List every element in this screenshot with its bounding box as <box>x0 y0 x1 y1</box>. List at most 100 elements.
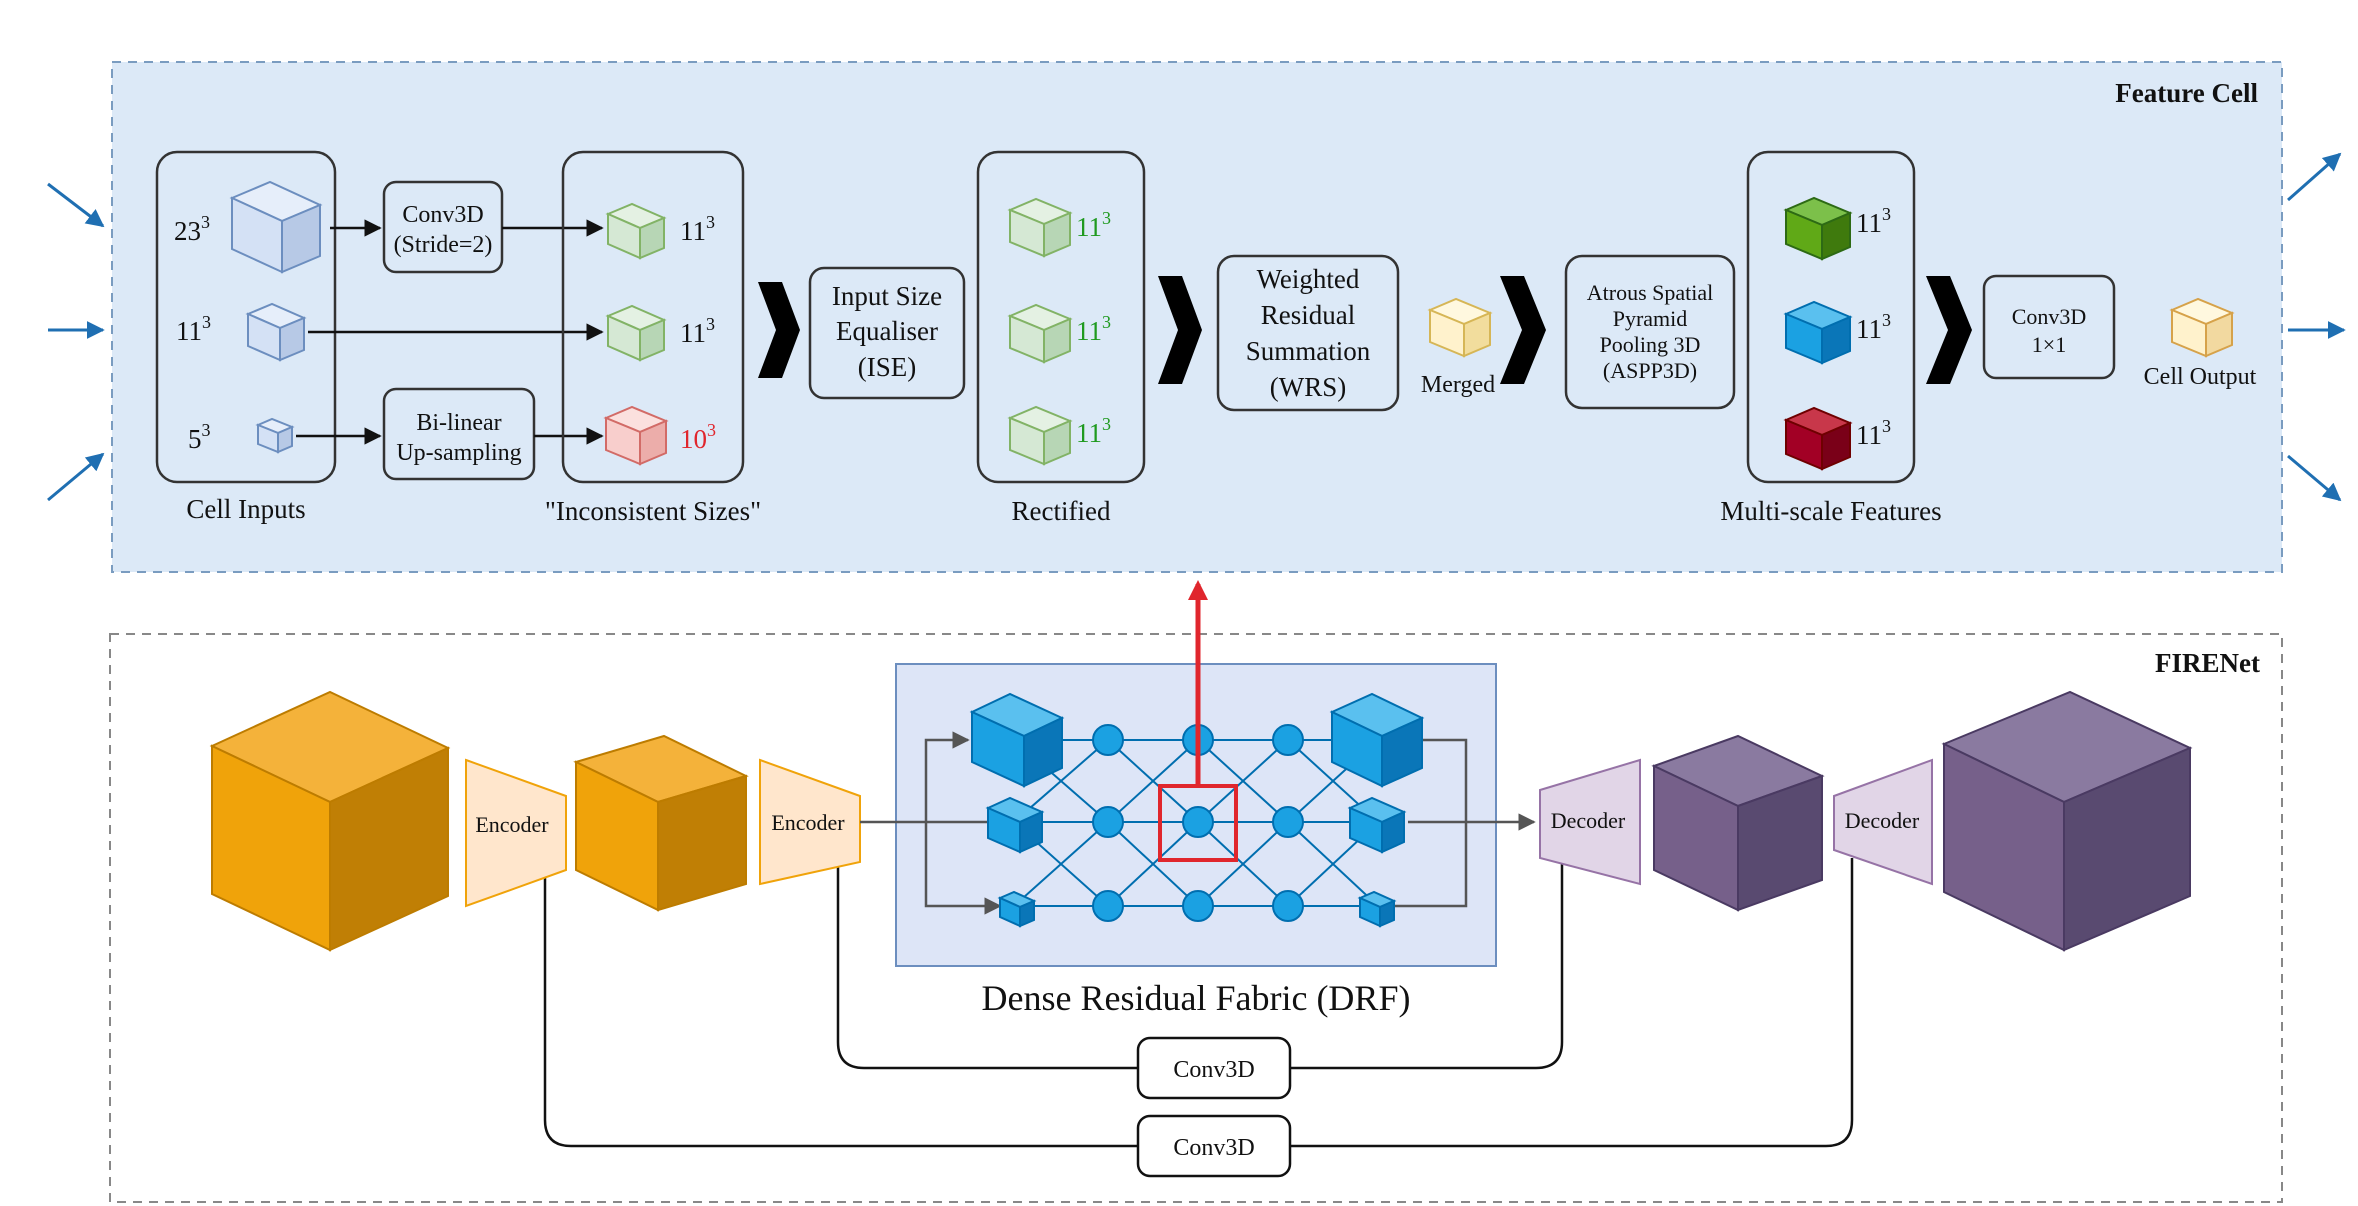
conv1x1-line2: 1×1 <box>2032 332 2066 357</box>
drf-node <box>1092 724 1124 756</box>
drf-node <box>1092 806 1124 838</box>
wrs-line3: Summation <box>1246 336 1371 366</box>
aspp-line4: (ASPP3D) <box>1603 358 1697 383</box>
feature-cell-title: Feature Cell <box>2115 78 2258 108</box>
multiscale-cube-red <box>1783 406 1853 471</box>
merged-label: Merged <box>1421 372 1495 398</box>
flow-arrow <box>1158 276 1202 384</box>
rectified-size-label: 113 <box>1076 208 1111 242</box>
inconsistent-size-label: 113 <box>680 314 715 348</box>
encoded-volume-cube <box>573 734 749 912</box>
skip-conv3d-label: Conv3D <box>1173 1135 1254 1161</box>
bilinear-line1: Bi-linear <box>416 410 501 436</box>
green-cube <box>605 304 667 362</box>
skip-conv3d-outer: Conv3D <box>1136 1114 1292 1178</box>
drf-input-branches <box>924 731 1002 915</box>
conv3d-stride-box: Conv3D (Stride=2) <box>382 180 504 274</box>
skip-conv3d-inner: Conv3D <box>1136 1036 1292 1100</box>
wrs-line4: (WRS) <box>1270 372 1347 402</box>
drf-node <box>1182 806 1214 838</box>
flow-arrow <box>1926 276 1972 384</box>
drf-node <box>1092 890 1124 922</box>
conv3d-stride-line1: Conv3D <box>402 202 483 228</box>
io-arrows <box>47 152 2346 502</box>
green-cube <box>1007 405 1073 466</box>
drf-cube-medium-right <box>1347 796 1407 854</box>
aspp-line1: Atrous Spatial <box>1587 280 1714 305</box>
rectified-size-label: 113 <box>1076 414 1111 448</box>
red-cube <box>603 405 669 466</box>
inconsistent-size-label: 103 <box>680 420 716 454</box>
rectified-size-label: 113 <box>1076 312 1111 346</box>
flow-arrows <box>758 276 1972 384</box>
cell-output-label: Cell Output <box>2144 364 2257 390</box>
bilinear-box: Bi-linear Up-sampling <box>382 387 536 481</box>
flow-arrow <box>1500 276 1546 384</box>
inconsistent-sizes-group: 113 113 103 "Inconsistent Sizes" <box>545 150 761 526</box>
aspp-line3: Pooling 3D <box>1600 332 1701 357</box>
input-size-label: 113 <box>176 312 211 346</box>
drf-nodes <box>1092 724 1304 922</box>
rectified-label: Rectified <box>1012 496 1111 526</box>
decoder-label: Decoder <box>1551 808 1626 833</box>
input-volume-cube <box>209 690 451 952</box>
drf-cube-large-right <box>1329 692 1425 788</box>
drf-node <box>1272 724 1304 756</box>
encoder-label: Encoder <box>771 810 845 835</box>
flow-arrow <box>758 282 800 378</box>
drf-node <box>1272 890 1304 922</box>
aspp-box: Atrous Spatial Pyramid Pooling 3D (ASPP3… <box>1564 254 1736 410</box>
wrs-box: Weighted Residual Summation (WRS) <box>1216 254 1400 412</box>
cell-inputs-label: Cell Inputs <box>186 494 305 524</box>
conv3d-stride-line2: (Stride=2) <box>394 232 493 258</box>
multiscale-cube-blue <box>1783 300 1853 365</box>
wrs-line2: Residual <box>1261 300 1356 330</box>
input-size-label: 53 <box>188 420 211 454</box>
ise-box: Input Size Equaliser (ISE) <box>808 266 966 400</box>
green-cube <box>1007 197 1073 258</box>
skip-conv3d-label: Conv3D <box>1173 1057 1254 1083</box>
decoder-block: Decoder <box>1833 758 1933 886</box>
multiscale-size-label: 113 <box>1856 416 1891 450</box>
cell-inputs-group: 233 113 53 Cell Inputs <box>155 150 337 524</box>
green-cube <box>1007 303 1073 364</box>
drf-cube-medium-left <box>985 796 1045 854</box>
input-cube-small <box>255 417 295 454</box>
encoder-block: Encoder <box>759 758 861 886</box>
conv1x1-box: Conv3D 1×1 <box>1982 274 2116 380</box>
multiscale-label: Multi-scale Features <box>1720 496 1941 526</box>
decoder-block: Decoder <box>1539 758 1641 886</box>
multiscale-size-label: 113 <box>1856 204 1891 238</box>
inconsistent-size-label: 113 <box>680 212 715 246</box>
decoder-label: Decoder <box>1845 808 1920 833</box>
encoder-label: Encoder <box>475 812 549 837</box>
firenet-panel: FIRENet <box>109 633 2283 1203</box>
input-size-label: 233 <box>174 212 210 246</box>
cell-output-cube <box>2169 297 2235 358</box>
drf-cube-small-right <box>1357 890 1397 928</box>
output-volume-cube <box>1941 690 2193 952</box>
input-arrows <box>296 219 604 445</box>
ise-line2: Equaliser <box>836 316 938 346</box>
multiscale-size-label: 113 <box>1856 310 1891 344</box>
drf-node <box>1272 806 1304 838</box>
green-cube <box>605 202 667 260</box>
multiscale-cube-green <box>1783 196 1853 261</box>
input-cube-large <box>229 180 323 274</box>
drf-node <box>1182 890 1214 922</box>
ise-line1: Input Size <box>832 281 942 311</box>
drf-output-branches <box>1386 738 1536 908</box>
ise-line3: (ISE) <box>858 352 916 382</box>
merged-cube <box>1427 297 1493 358</box>
wrs-line1: Weighted <box>1257 264 1360 294</box>
encoder-block: Encoder <box>465 758 567 908</box>
firenet-title: FIRENet <box>2155 648 2260 678</box>
inconsistent-sizes-label: "Inconsistent Sizes" <box>545 496 761 526</box>
bilinear-line2: Up-sampling <box>396 440 521 466</box>
drf-cube-large-left <box>969 692 1065 788</box>
conv1x1-line1: Conv3D <box>2012 304 2087 329</box>
input-cube-medium <box>245 302 307 362</box>
drf-label: Dense Residual Fabric (DRF) <box>982 978 1411 1018</box>
multiscale-group: 113 113 113 Multi-scale Features <box>1720 150 1942 526</box>
